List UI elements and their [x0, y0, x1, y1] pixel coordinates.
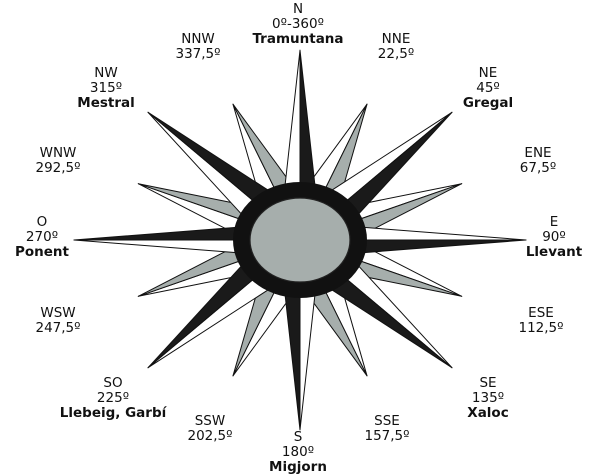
label-se-wind: Xaloc — [467, 406, 508, 421]
label-s-wind: Migjorn — [269, 460, 327, 475]
label-wnw: WNW 292,5º — [35, 146, 80, 176]
label-e-wind: Llevant — [526, 245, 582, 260]
label-nne-degree: 22,5º — [378, 47, 414, 62]
label-so-degree: 225º — [60, 391, 166, 406]
label-wsw: WSW 247,5º — [35, 306, 80, 336]
label-n-wind: Tramuntana — [252, 32, 343, 47]
label-o-wind: Ponent — [15, 245, 69, 260]
label-sse: SSE 157,5º — [364, 414, 409, 444]
label-so-wind: Llebeig, Garbí — [60, 406, 166, 421]
label-ene: ENE 67,5º — [520, 146, 556, 176]
label-ssw-degree: 202,5º — [187, 429, 232, 444]
label-nw-wind: Mestral — [77, 96, 134, 111]
label-so: SO 225º Llebeig, Garbí — [60, 376, 166, 421]
label-ese: ESE 112,5º — [518, 306, 563, 336]
label-e-degree: 90º — [526, 230, 582, 245]
label-s-code: S — [269, 430, 327, 445]
label-so-code: SO — [60, 376, 166, 391]
label-o-degree: 270º — [15, 230, 69, 245]
label-ese-degree: 112,5º — [518, 321, 563, 336]
label-ne-degree: 45º — [463, 81, 513, 96]
label-wnw-code: WNW — [35, 146, 80, 161]
label-ese-code: ESE — [518, 306, 563, 321]
label-s-degree: 180º — [269, 445, 327, 460]
label-nne: NNE 22,5º — [378, 32, 414, 62]
label-wnw-degree: 292,5º — [35, 161, 80, 176]
label-ene-degree: 67,5º — [520, 161, 556, 176]
label-nnw-degree: 337,5º — [175, 47, 220, 62]
label-ne-wind: Gregal — [463, 96, 513, 111]
label-wsw-degree: 247,5º — [35, 321, 80, 336]
label-sse-degree: 157,5º — [364, 429, 409, 444]
center-disc — [250, 198, 350, 282]
label-n: N 0º-360º Tramuntana — [252, 2, 343, 47]
label-wsw-code: WSW — [35, 306, 80, 321]
label-o-code: O — [15, 215, 69, 230]
label-n-code: N — [252, 2, 343, 17]
label-o: O 270º Ponent — [15, 215, 69, 260]
label-ne: NE 45º Gregal — [463, 66, 513, 111]
label-nne-code: NNE — [378, 32, 414, 47]
label-nw-code: NW — [77, 66, 134, 81]
label-nw: NW 315º Mestral — [77, 66, 134, 111]
label-e-code: E — [526, 215, 582, 230]
label-e: E 90º Llevant — [526, 215, 582, 260]
label-n-degree: 0º-360º — [252, 17, 343, 32]
label-ne-code: NE — [463, 66, 513, 81]
label-sse-code: SSE — [364, 414, 409, 429]
label-nnw: NNW 337,5º — [175, 32, 220, 62]
label-nnw-code: NNW — [175, 32, 220, 47]
label-ssw: SSW 202,5º — [187, 414, 232, 444]
label-ssw-code: SSW — [187, 414, 232, 429]
label-s: S 180º Migjorn — [269, 430, 327, 475]
label-nw-degree: 315º — [77, 81, 134, 96]
label-se: SE 135º Xaloc — [467, 376, 508, 421]
label-se-degree: 135º — [467, 391, 508, 406]
label-ene-code: ENE — [520, 146, 556, 161]
label-se-code: SE — [467, 376, 508, 391]
